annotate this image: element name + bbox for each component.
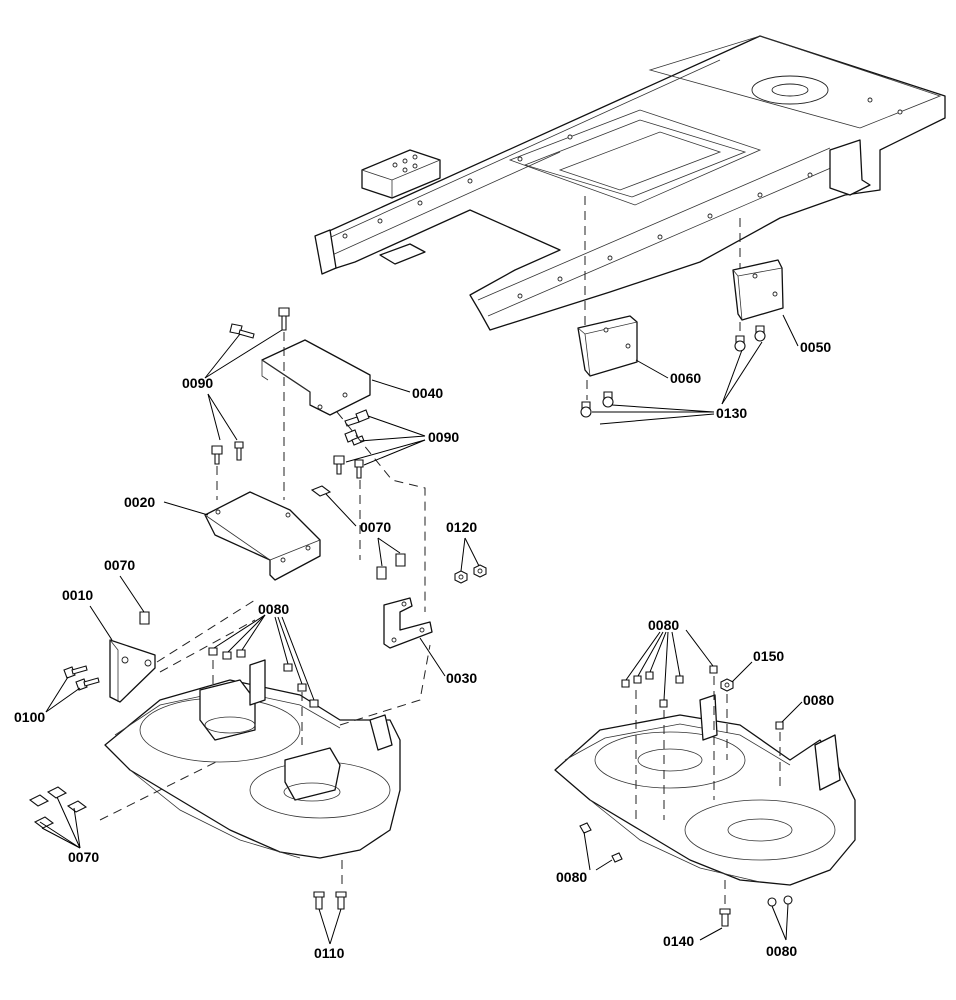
callout-0080: 0080	[556, 869, 587, 885]
clips-0070-lower	[28, 786, 88, 829]
clips-0070-mid	[376, 553, 406, 580]
bolts-0110	[313, 891, 347, 910]
callout-0020: 0020	[124, 494, 155, 510]
callout-0070: 0070	[68, 849, 99, 865]
hidden-line	[336, 411, 426, 612]
mower-deck-left	[104, 659, 401, 859]
callout-0090: 0090	[428, 429, 459, 445]
callout-0150: 0150	[753, 648, 784, 664]
callout-0110: 0110	[314, 945, 345, 961]
nuts-0120	[454, 564, 487, 584]
bracket-0060	[577, 315, 638, 377]
callout-0050: 0050	[800, 339, 831, 355]
callout-0080: 0080	[766, 943, 797, 959]
callout-0010: 0010	[62, 587, 93, 603]
callout-0080: 0080	[258, 601, 289, 617]
bracket-0030	[383, 597, 433, 649]
clip-0070	[310, 485, 332, 497]
bolts-0100	[63, 665, 100, 691]
cover-0040	[261, 339, 371, 416]
frame-holes	[342, 97, 903, 299]
callout-0030: 0030	[446, 670, 477, 686]
callout-0140: 0140	[663, 933, 694, 949]
callout-0120: 0120	[446, 519, 477, 535]
callout-0130: 0130	[716, 405, 747, 421]
bolts-0130	[580, 325, 766, 418]
bracket-0050	[732, 259, 784, 321]
bracket-0010	[109, 611, 156, 703]
tractor-frame	[314, 35, 946, 331]
hidden-line	[159, 619, 256, 673]
hidden-line	[339, 644, 431, 726]
hidden-line	[156, 599, 256, 663]
bolts-0090-upper	[211, 307, 370, 479]
callout-0060: 0060	[670, 370, 701, 386]
callout-0070: 0070	[360, 519, 391, 535]
leader-lines	[39, 314, 803, 945]
bracket-0020	[204, 491, 321, 581]
mower-deck-right	[554, 694, 856, 886]
callout-0080: 0080	[648, 617, 679, 633]
callout-0040: 0040	[412, 385, 443, 401]
hidden-line	[99, 759, 221, 821]
callout-0070: 0070	[104, 557, 135, 573]
callout-0090: 0090	[182, 375, 213, 391]
callout-0100: 0100	[14, 709, 45, 725]
callout-0080: 0080	[803, 692, 834, 708]
